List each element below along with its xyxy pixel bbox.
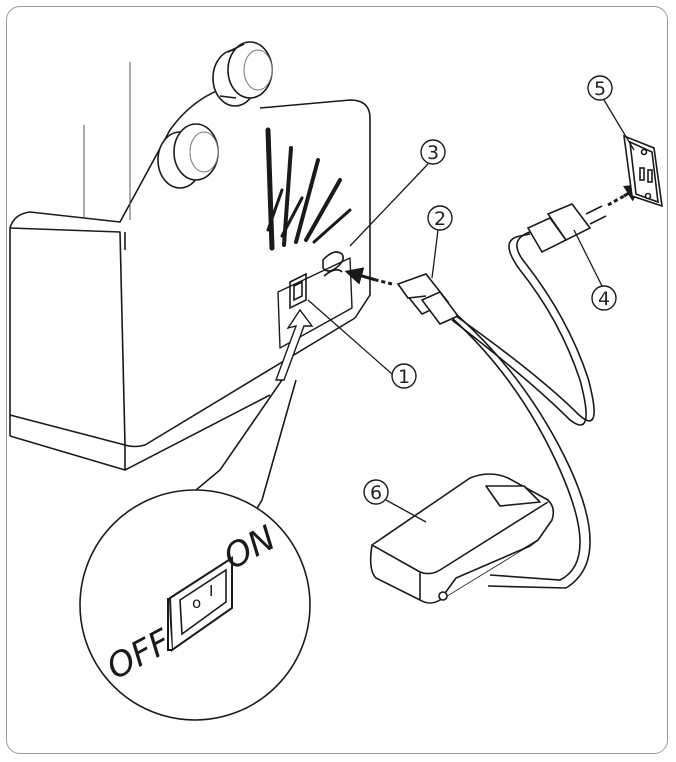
machine-plug-icon — [396, 273, 460, 325]
callout-1: 1 — [391, 363, 417, 389]
wall-plug-icon — [526, 203, 607, 254]
svg-text:6: 6 — [370, 482, 382, 504]
svg-text:5: 5 — [594, 78, 606, 100]
insert-plug-arrow — [344, 267, 393, 286]
power-cord — [451, 231, 595, 589]
svg-text:4: 4 — [598, 288, 610, 310]
svg-text:2: 2 — [434, 208, 446, 230]
foot-controller-icon — [369, 473, 555, 604]
svg-text:1: 1 — [398, 366, 410, 388]
switch-zoom-circle — [79, 489, 311, 721]
wall-outlet-icon — [623, 134, 663, 208]
callout-3: 3 — [420, 139, 446, 165]
sewing-machine-body — [9, 62, 371, 471]
switch-pointer-arrow — [274, 308, 314, 381]
power-switch-small — [289, 272, 307, 310]
machine-socket-icon — [322, 251, 344, 277]
light-rays — [265, 127, 352, 251]
svg-text:3: 3 — [427, 142, 439, 164]
callout-leaders — [307, 99, 635, 523]
callout-2: 2 — [427, 205, 453, 231]
callout-4: 4 — [591, 285, 617, 311]
switch-off-mark: o — [192, 594, 201, 612]
rocker-switch-icon — [167, 556, 233, 652]
lower-knob-icon — [157, 123, 219, 189]
upper-knob-icon — [212, 41, 273, 107]
callout-5: 5 — [587, 75, 613, 101]
switch-on-mark: I — [209, 582, 213, 600]
callout-6: 6 — [363, 479, 389, 505]
